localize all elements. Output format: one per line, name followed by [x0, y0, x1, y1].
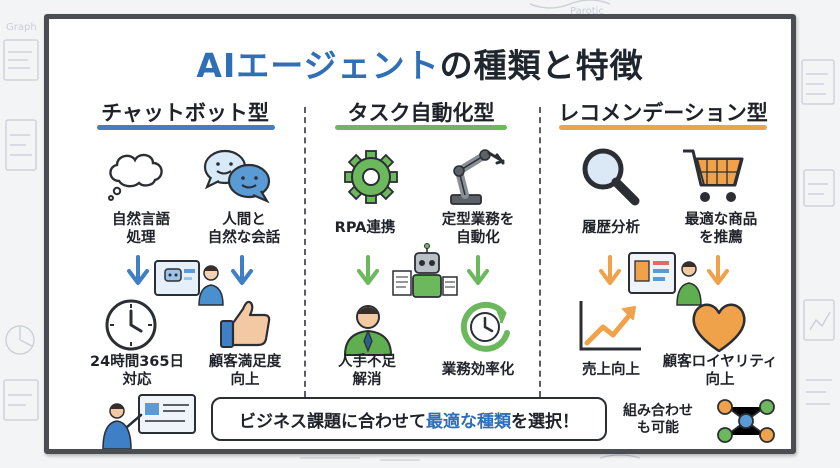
label-customer-loyalty: 顧客ロイヤリティ 向上: [655, 353, 785, 389]
growth-chart-icon: [579, 301, 641, 351]
gear-icon: [344, 150, 398, 204]
thought-cloud-icon: [108, 153, 163, 201]
label-line: 履歴分析: [582, 220, 640, 236]
label-24-7: 24時間365日 対応: [79, 353, 195, 389]
arrow-down-icon: [707, 255, 729, 285]
label-line: を推薦: [699, 230, 743, 246]
label-line: 向上: [230, 372, 260, 388]
heading-underline: [97, 125, 275, 130]
label-labor-shortage: 人手不足 解消: [317, 353, 417, 389]
page-title: AIエージェントの種類と特徴: [49, 39, 791, 87]
robot-chat-person-icon: [154, 260, 224, 306]
label-line: 人手不足: [338, 354, 396, 370]
label-line: 解消: [352, 372, 382, 388]
network-nodes-icon: [717, 399, 775, 443]
heading-underline: [559, 125, 767, 130]
label-line: 最適な商品: [684, 212, 758, 228]
title-highlight: AIエージェント: [196, 46, 440, 85]
heading-underline: [335, 125, 507, 130]
conclusion-banner: ビジネス課題に合わせて最適な種類を選択！: [211, 397, 607, 441]
column-divider: [304, 107, 306, 397]
shopping-cart-icon: [683, 149, 744, 202]
arrow-down-icon: [127, 255, 149, 285]
label-line: 自動化: [456, 230, 500, 246]
combination-note: 組み合わせ も可能: [623, 403, 693, 437]
label-line: 組み合わせ: [623, 403, 693, 419]
magnifier-icon: [582, 148, 640, 206]
column-heading-chatbot: チャットボット型: [101, 101, 269, 125]
label-recommend-products: 最適な商品 を推薦: [661, 211, 781, 247]
svg-text:Graph: Graph: [6, 22, 37, 33]
refresh-clock-icon: [460, 301, 510, 352]
arrow-down-icon: [231, 255, 253, 285]
label-line: 顧客満足度: [208, 354, 282, 370]
label-line: 向上: [705, 372, 735, 388]
label-line: 24時間365日: [90, 354, 184, 370]
arrow-down-icon: [467, 255, 489, 285]
label-line: も可能: [637, 420, 679, 436]
label-line: 業務効率化: [441, 362, 515, 378]
presenter-icon: [102, 394, 196, 449]
column-heading-task-automation: タスク自動化型: [347, 101, 495, 125]
label-line: 定型業務を: [441, 212, 515, 228]
label-line: 自然言語: [112, 212, 170, 228]
arrow-down-icon: [357, 255, 379, 285]
label-line: 処理: [126, 230, 156, 246]
label-line: 顧客ロイヤリティ: [662, 354, 778, 370]
label-line: 自然な会話: [207, 230, 281, 246]
column-divider: [539, 107, 541, 397]
label-line: 売上向上: [582, 362, 640, 378]
whiteboard: AIエージェントの種類と特徴 チャットボット型 自然言語 処理 人間と 自然な会…: [44, 14, 796, 454]
label-line: RPA連携: [334, 220, 396, 236]
label-sales-increase: 売上向上: [563, 361, 659, 379]
heart-icon: [692, 303, 746, 353]
label-natural-conversation: 人間と 自然な会話: [189, 211, 299, 247]
column-heading-recommendation: レコメンデーション型: [558, 101, 768, 125]
thumbs-up-icon: [220, 300, 271, 348]
label-history-analysis: 履歴分析: [563, 219, 659, 237]
arrow-down-icon: [599, 255, 621, 285]
label-routine-automation: 定型業務を 自動化: [423, 211, 533, 247]
worker-icon: [343, 305, 393, 356]
banner-suffix: を選択！: [511, 411, 579, 432]
chat-bubbles-icon: [203, 149, 271, 204]
label-efficiency: 業務効率化: [423, 361, 533, 379]
label-line: 対応: [122, 372, 152, 388]
robot-with-documents-icon: [392, 243, 458, 298]
label-rpa: RPA連携: [317, 219, 413, 237]
banner-prefix: ビジネス課題に合わせて: [239, 411, 426, 432]
svg-text:Parotic: Parotic: [570, 6, 604, 17]
label-natural-language: 自然言語 処理: [93, 211, 189, 247]
banner-emphasis: 最適な種類: [426, 411, 511, 432]
title-rest: の種類と特徴: [439, 46, 644, 85]
robot-arm-icon: [450, 149, 505, 205]
clock-icon: [105, 299, 157, 351]
label-line: 人間と: [222, 212, 266, 228]
product-screen-shopper-icon: [628, 252, 702, 306]
label-customer-satisfaction: 顧客満足度 向上: [195, 353, 295, 389]
